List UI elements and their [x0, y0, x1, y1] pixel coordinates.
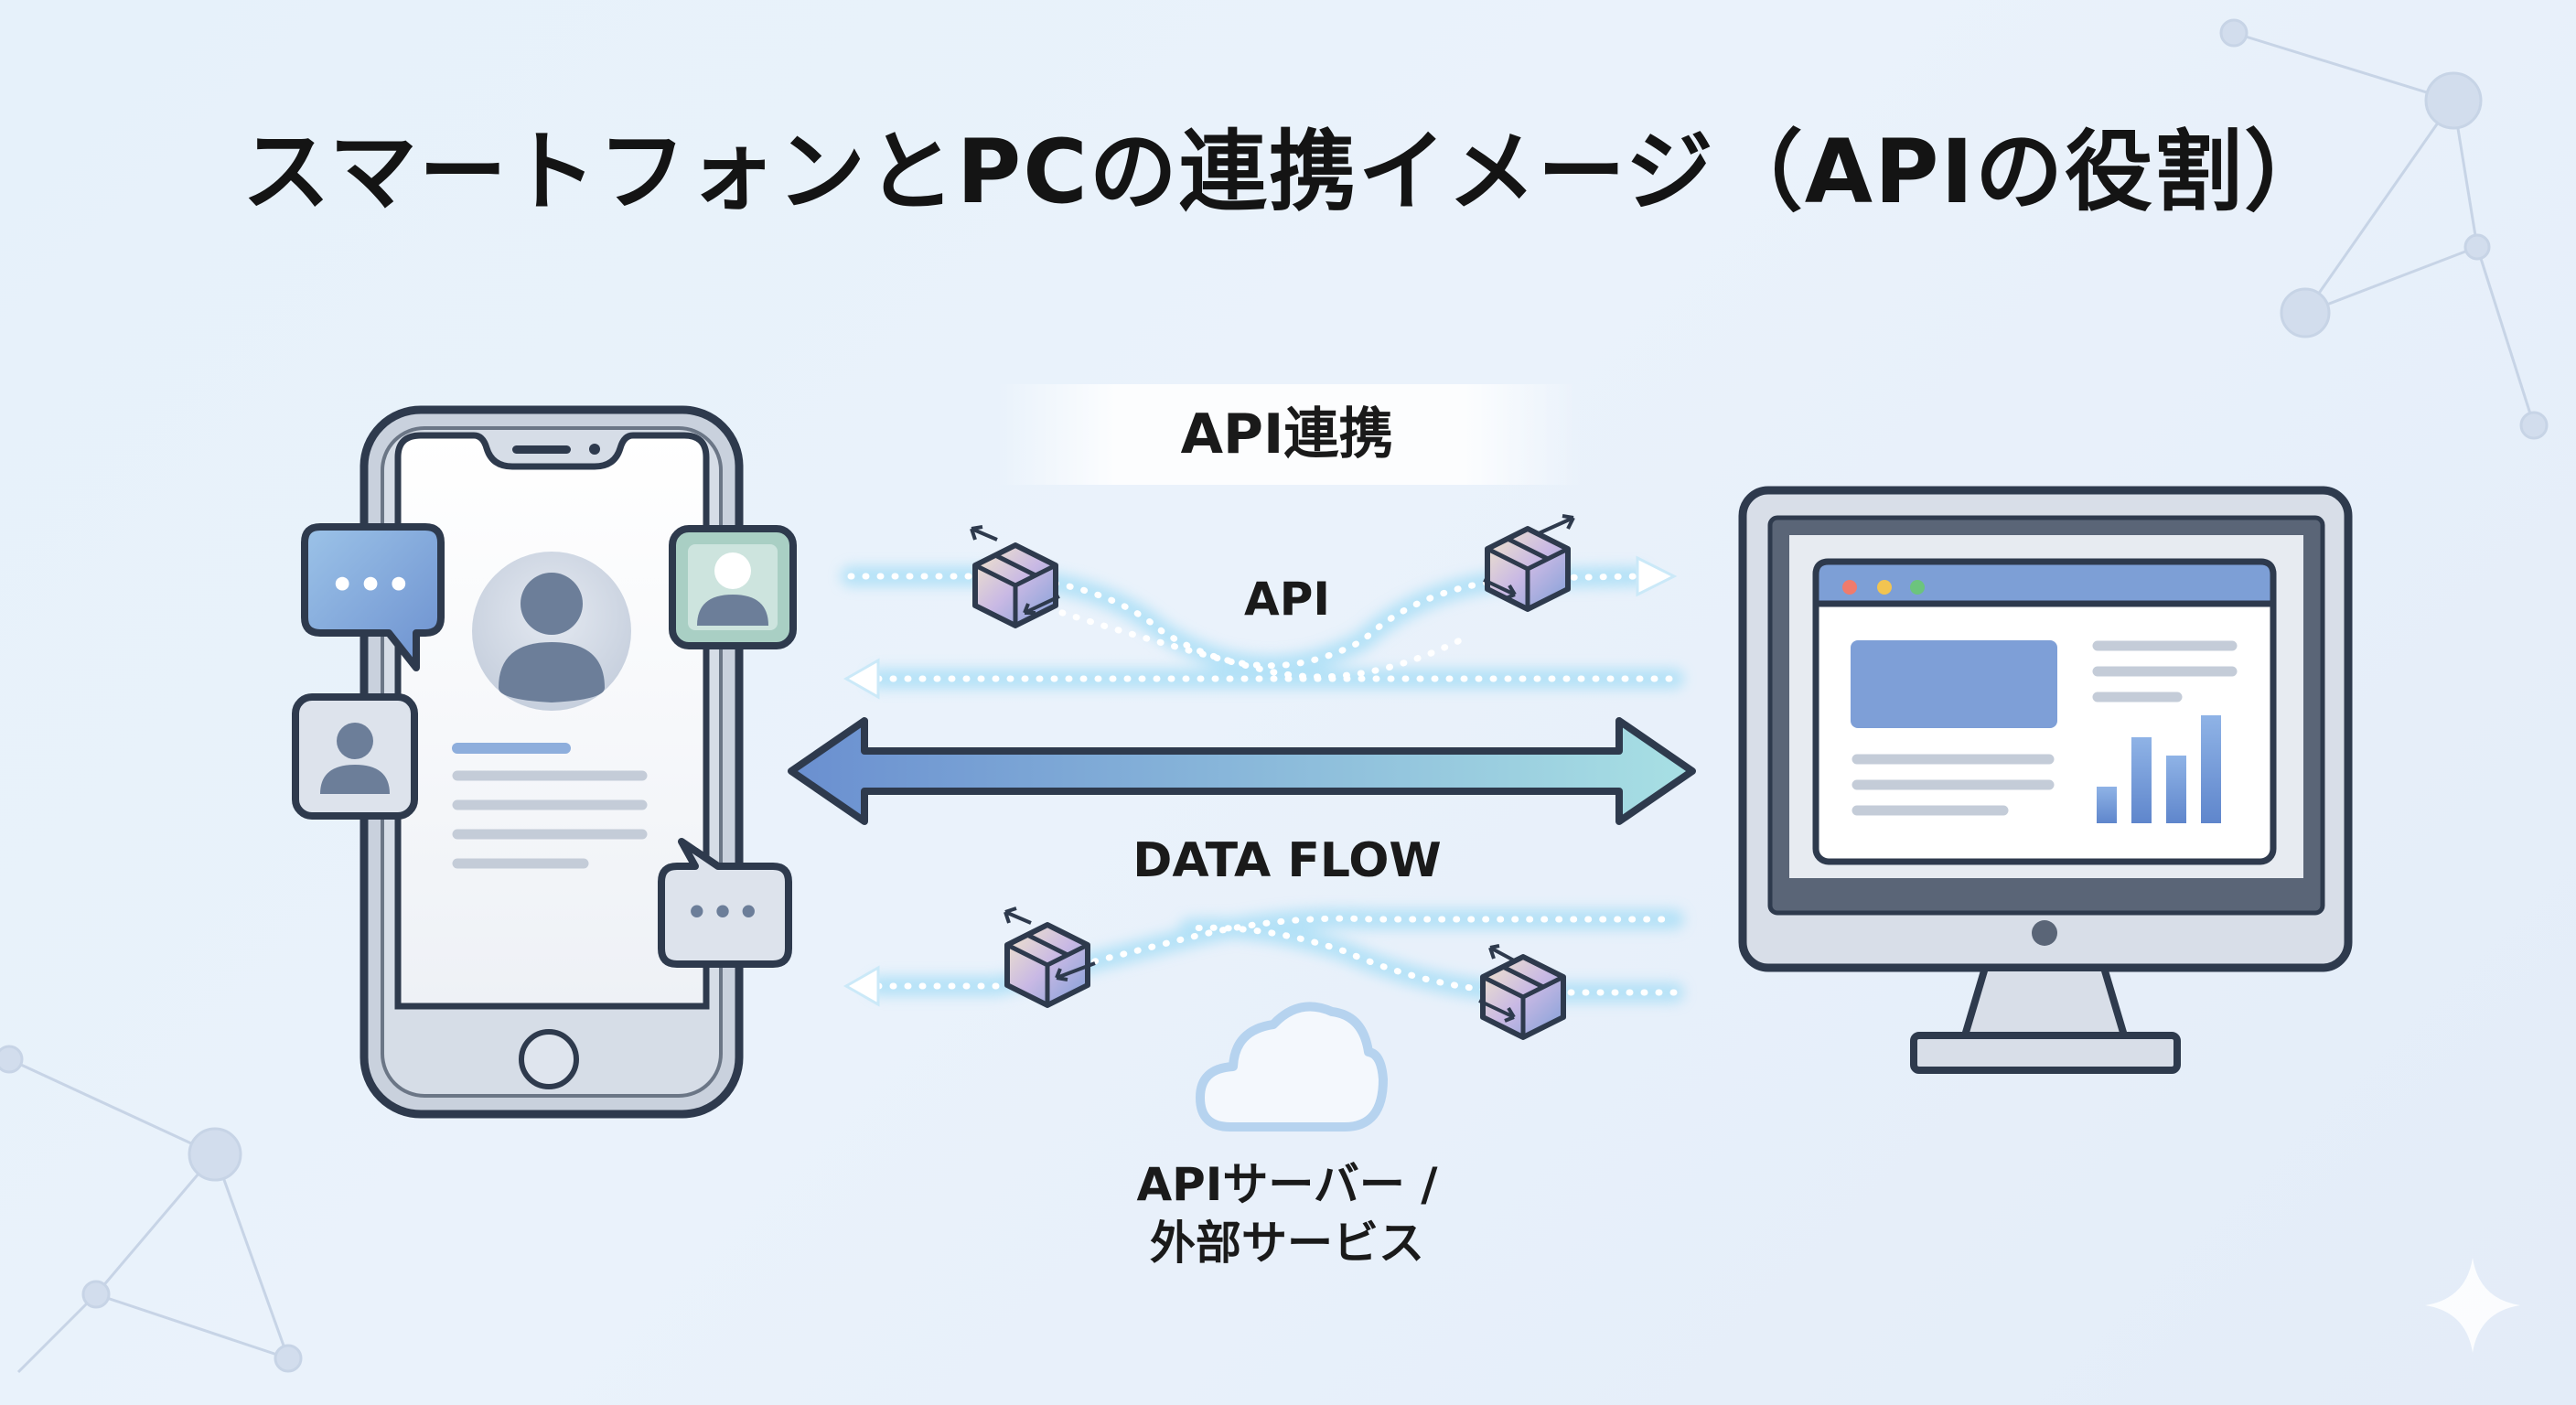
phone-speaker — [512, 445, 571, 454]
api-server-label-line2: 外部サービス — [1150, 1217, 1424, 1270]
api-server-label-line1: APIサーバー / — [1136, 1158, 1438, 1211]
sparkle-icon — [2425, 1258, 2520, 1353]
api-label: API — [1244, 573, 1330, 626]
message-bubble-dots: ••• — [330, 563, 415, 607]
chat-bubble-icon: ••• — [658, 838, 792, 968]
bar-chart-icon — [2097, 715, 2221, 823]
package-box-icon — [970, 525, 1060, 628]
data-flow-label: DATA FLOW — [1132, 833, 1442, 888]
chat-bubble-icon: ••• — [301, 523, 445, 671]
cloud-icon — [1196, 1002, 1388, 1132]
contact-card-icon — [292, 693, 418, 820]
network-decoration-bottom-left — [0, 1045, 303, 1374]
api-link-label: API連携 — [1181, 402, 1394, 467]
network-decoration-top-right — [2219, 18, 2549, 440]
package-box-icon — [1004, 906, 1096, 1008]
package-box-icon — [1478, 944, 1566, 1040]
bidirectional-arrow — [788, 717, 1696, 825]
package-box-icon — [1483, 514, 1575, 612]
api-flow-top — [841, 555, 1684, 700]
window-close-dot — [1842, 580, 1857, 595]
smartphone — [360, 405, 744, 1119]
monitor-power-indicator — [2032, 920, 2057, 946]
contact-card-icon — [669, 525, 797, 649]
user-avatar-icon — [472, 552, 631, 711]
window-maximize-dot — [1910, 580, 1925, 595]
phone-camera — [589, 444, 600, 455]
browser-hero-image — [1851, 640, 2057, 728]
message-bubble-dots: ••• — [686, 893, 764, 933]
label-banner — [997, 384, 1583, 485]
home-button[interactable] — [519, 1029, 579, 1089]
window-minimize-dot — [1877, 580, 1892, 595]
profile-text-lines — [452, 743, 648, 869]
browser-window — [1812, 558, 2277, 865]
page-title: スマートフォンとPCの連携イメージ（APIの役割） — [242, 121, 2334, 223]
